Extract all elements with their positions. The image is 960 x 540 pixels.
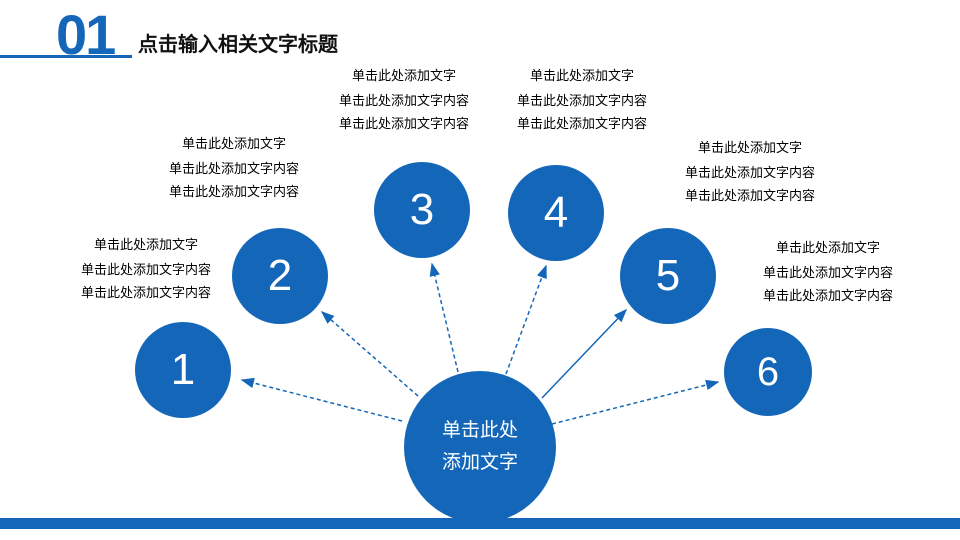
label-title: 单击此处添加文字 [697, 140, 802, 155]
circle-number: 3 [409, 185, 435, 234]
label-block-2: 单击此处添加文字 单击此处添加文字内容 单击此处添加文字内容 [146, 136, 322, 200]
label-title: 单击此处添加文字 [181, 136, 286, 151]
label-line: 单击此处添加文字内容 [684, 187, 815, 203]
numbered-circle-6: 6 [724, 328, 812, 416]
center-line-1: 单击此处 [441, 419, 518, 441]
label-title: 单击此处添加文字 [529, 68, 634, 83]
label-block-3: 单击此处添加文字 单击此处添加文字内容 单击此处添加文字内容 [314, 68, 494, 132]
bottom-accent-bar [0, 518, 960, 529]
circle-number: 4 [543, 188, 569, 237]
label-line: 单击此处添加文字内容 [168, 161, 299, 177]
label-title: 单击此处添加文字 [775, 240, 880, 255]
numbered-circle-5: 5 [620, 228, 716, 324]
label-block-5: 单击此处添加文字 单击此处添加文字内容 单击此处添加文字内容 [660, 140, 840, 204]
header-underline [0, 55, 132, 58]
label-line: 单击此处添加文字内容 [80, 284, 211, 300]
label-line: 单击此处添加文字内容 [338, 115, 469, 131]
label-block-4: 单击此处添加文字 单击此处添加文字内容 单击此处添加文字内容 [492, 68, 672, 132]
label-line: 单击此处添加文字内容 [516, 93, 647, 109]
numbered-circle-1: 1 [135, 322, 231, 418]
label-line: 单击此处添加文字内容 [168, 183, 299, 199]
circle-number: 1 [170, 345, 196, 394]
center-line-2: 添加文字 [441, 452, 518, 473]
center-circle-text: 单击此处 添加文字 [442, 415, 518, 480]
label-line: 单击此处添加文字内容 [516, 115, 647, 131]
label-line: 单击此处添加文字内容 [762, 265, 893, 281]
label-block-6: 单击此处添加文字 单击此处添加文字内容 单击此处添加文字内容 [738, 240, 918, 304]
label-line: 单击此处添加文字内容 [80, 262, 211, 278]
numbered-circle-2: 2 [232, 228, 328, 324]
page-title: 点击输入相关文字标题 [138, 34, 338, 56]
circle-number: 2 [267, 251, 293, 300]
label-block-1: 单击此处添加文字 单击此处添加文字内容 单击此处添加文字内容 [58, 237, 234, 301]
label-title: 单击此处添加文字 [93, 237, 198, 252]
label-title: 单击此处添加文字 [351, 68, 456, 83]
circle-number: 6 [756, 349, 780, 394]
center-circle: 单击此处 添加文字 [404, 371, 556, 523]
circle-number: 5 [655, 251, 681, 300]
numbered-circle-3: 3 [374, 162, 470, 258]
label-line: 单击此处添加文字内容 [338, 93, 469, 109]
label-line: 单击此处添加文字内容 [762, 287, 893, 303]
numbered-circle-4: 4 [508, 165, 604, 261]
label-line: 单击此处添加文字内容 [684, 165, 815, 181]
